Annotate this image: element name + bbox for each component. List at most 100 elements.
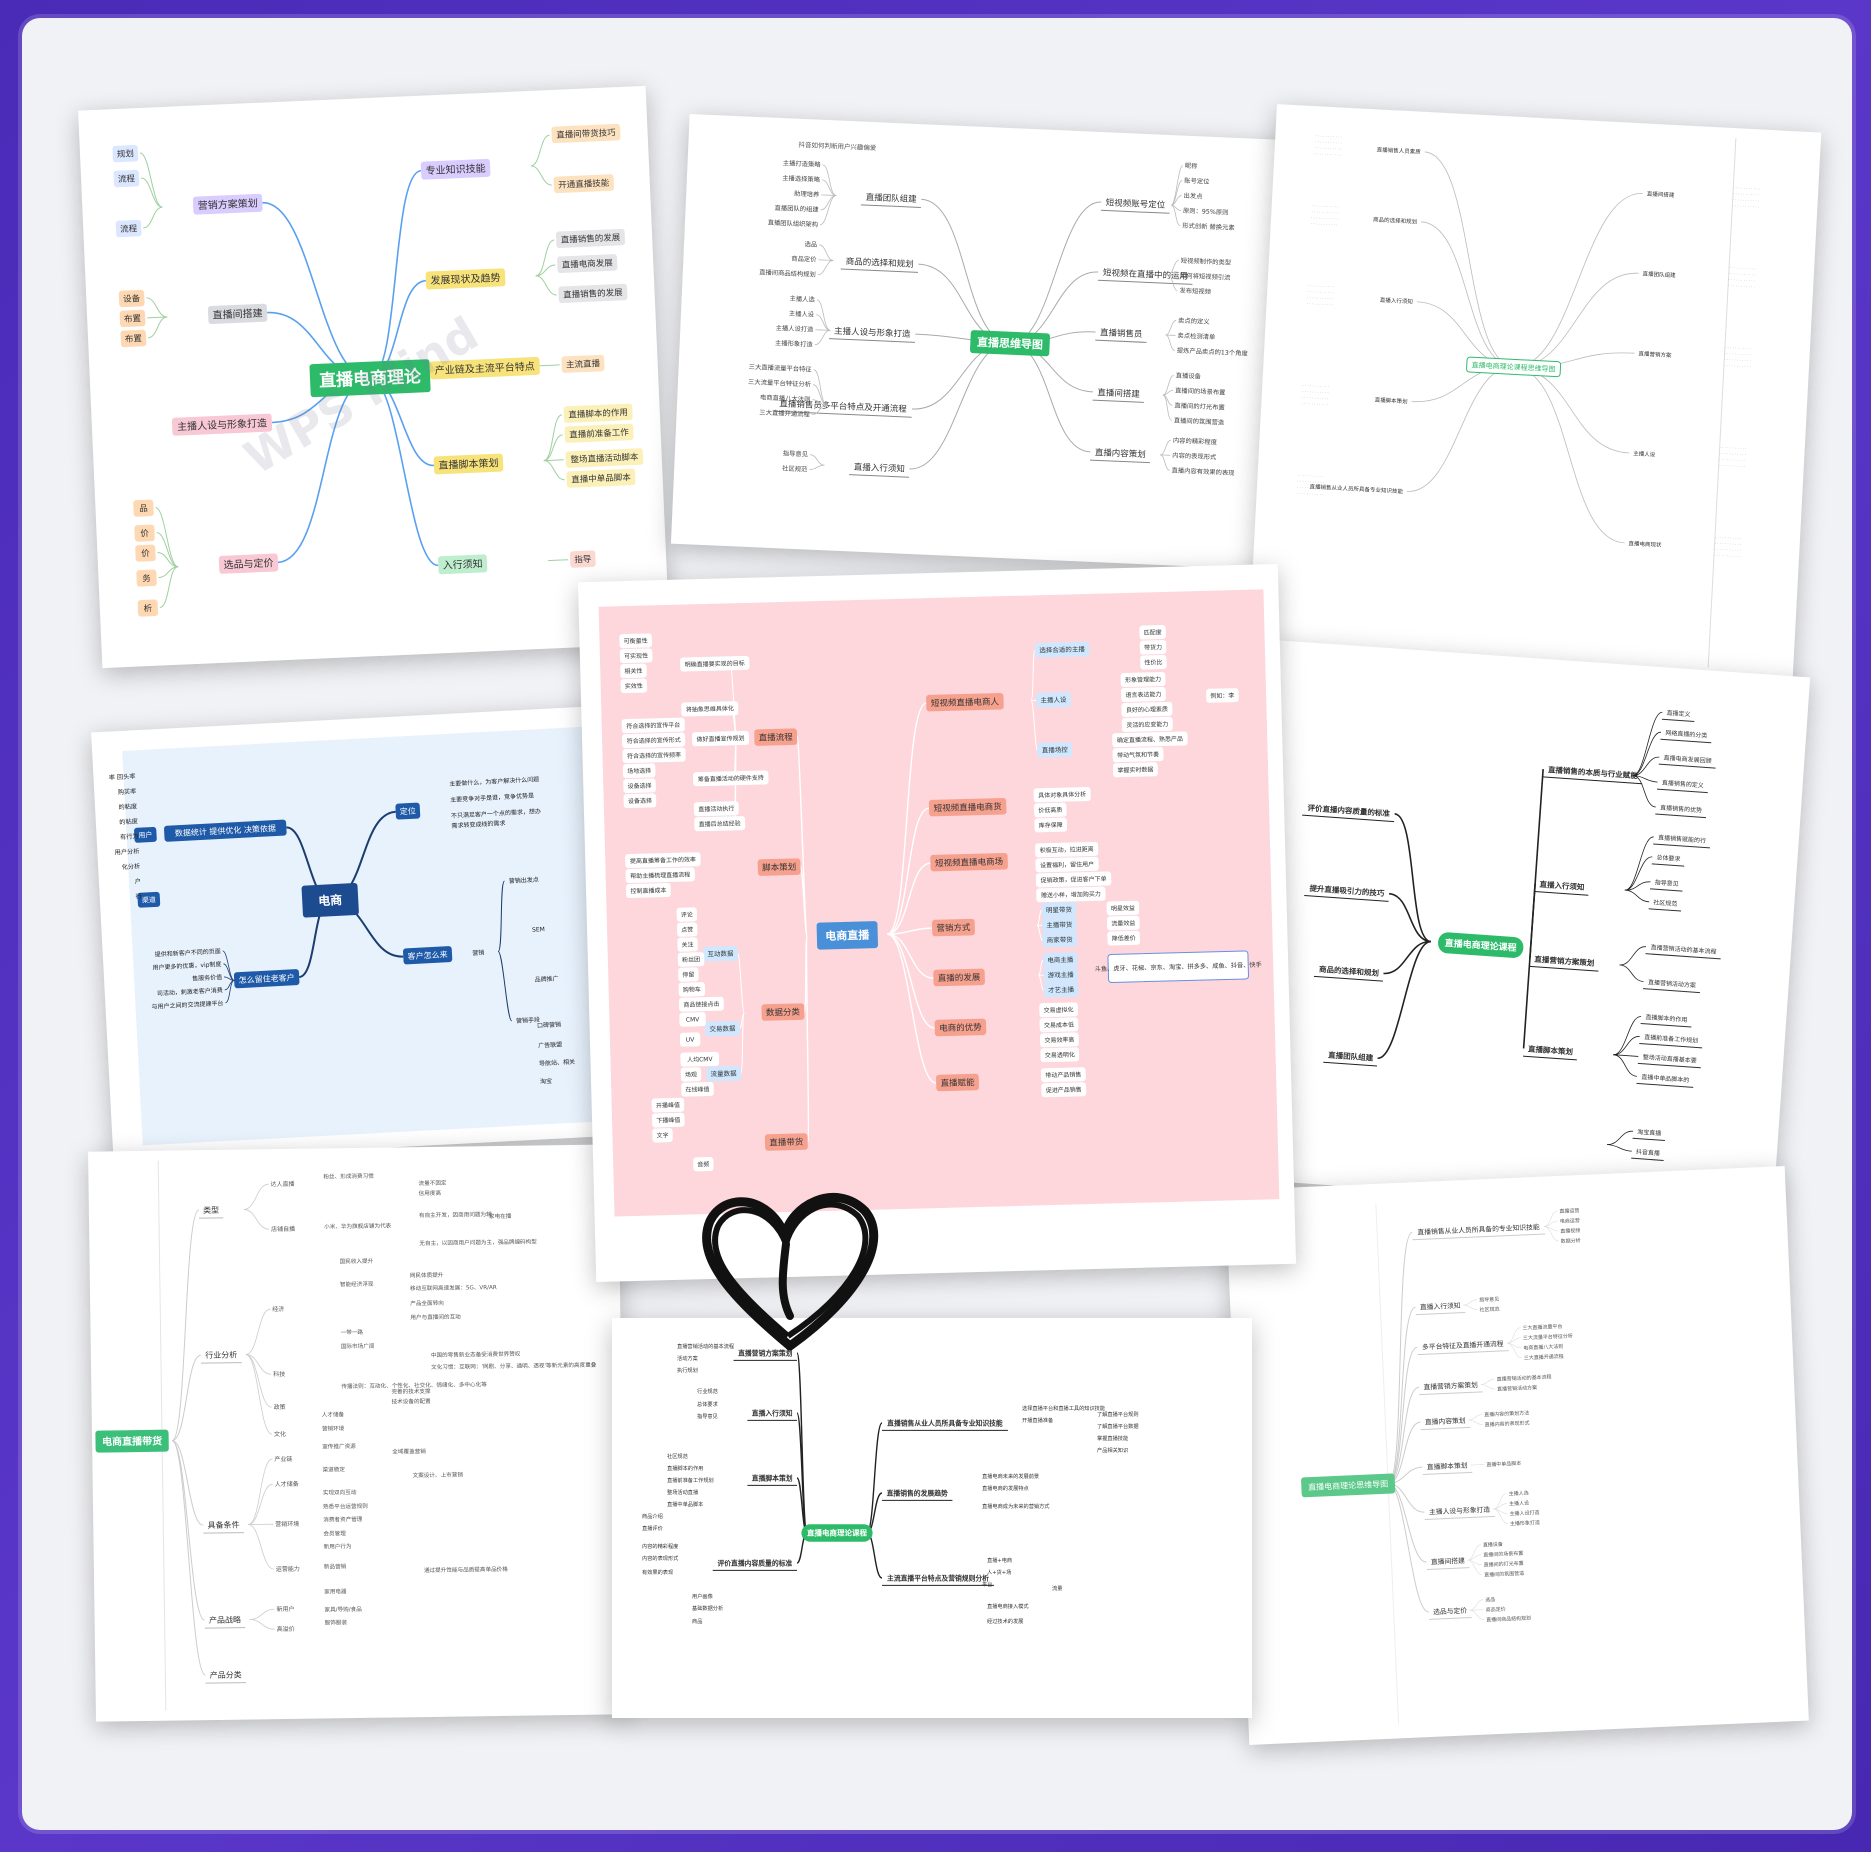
branch-node[interactable]: 直播间搭建 bbox=[207, 303, 268, 325]
mindmap-card-kecheng-siweidaotu[interactable]: 直播销售人员素质· · · · · · · · · · ·· · · · · ·… bbox=[1247, 104, 1822, 692]
leaf-node[interactable]: 直播营销活动方案 bbox=[1643, 978, 1701, 994]
leaf-node[interactable]: 抖音直播 bbox=[1631, 1147, 1664, 1161]
leaf-node[interactable]: 直播销售的优势 bbox=[1655, 803, 1707, 819]
leaf-node[interactable]: 直播电商发展回顾 bbox=[1658, 753, 1717, 769]
branch-node[interactable]: 客户怎么来 bbox=[403, 946, 453, 965]
branch-node[interactable]: 产品分类 bbox=[205, 1669, 247, 1684]
branch-node[interactable]: 直播销售的本质与行业赋能 bbox=[1542, 764, 1643, 785]
branch-node[interactable]: 产品战略 bbox=[204, 1614, 246, 1629]
leaf-node[interactable]: 性价比 bbox=[1140, 654, 1167, 670]
center-node[interactable]: 直播电商理论课程思维导图 bbox=[1466, 356, 1562, 378]
branch-node[interactable]: 直播脚本策划 bbox=[747, 1473, 797, 1486]
branch-node[interactable]: 数据统计 提供优化 决策依据 bbox=[164, 819, 287, 842]
mindmap-card-lilun-siweidaotu[interactable]: 直播销售从业人员所具备的专业知识技能直播入行须知多平台特征及直播开通流程直播营销… bbox=[1225, 1166, 1809, 1745]
branch-node[interactable]: 直播脚本策划 bbox=[433, 453, 504, 475]
leaf-node[interactable]: 直播脚本的作用 bbox=[1640, 1013, 1692, 1028]
leaf-node[interactable]: 库存保障 bbox=[1034, 817, 1068, 833]
branch-node[interactable]: 多平台特征及直播开通流程 bbox=[1417, 1339, 1509, 1356]
leaf-node[interactable]: 流程 bbox=[113, 169, 140, 188]
leaf-node[interactable]: 析 bbox=[137, 599, 159, 617]
branch-node[interactable]: 提升直播吸引力的技巧 bbox=[1304, 882, 1389, 902]
leaf-node[interactable]: 斗鱼、虎牙、花椒、京东、淘宝、拼多多、咸鱼、抖音、快手 bbox=[1094, 950, 1262, 983]
branch-node[interactable]: 直播团队组建 bbox=[860, 192, 922, 208]
sub-node[interactable]: 营销手段 bbox=[516, 1016, 540, 1025]
leaf-node[interactable]: 提高直播筹备工作的效率 bbox=[625, 852, 701, 869]
sub-node[interactable]: 才艺主播 bbox=[1043, 982, 1079, 998]
leaf-node[interactable]: 在线峰值 bbox=[681, 1081, 714, 1097]
branch-node[interactable]: 短视频直播电商场 bbox=[930, 852, 1008, 872]
leaf-node[interactable]: 开通直播技能 bbox=[553, 174, 614, 194]
leaf-node[interactable]: 设备 bbox=[118, 289, 145, 308]
branch-node[interactable]: 评价直播内容质量的标准 bbox=[712, 1558, 797, 1571]
sub-node[interactable]: 直播场控 bbox=[1037, 742, 1073, 758]
leaf-node[interactable]: 直播活动执行 bbox=[693, 801, 739, 817]
mindmap-card-dianshang-zhibo[interactable]: 直播流程脚本策划数据分类直播带货定目标写方案做宣传选设备开直播做复盘互动数据交易… bbox=[577, 563, 1297, 1283]
leaf-node[interactable]: 下播峰值 bbox=[651, 1112, 685, 1128]
mindmap-card-dianshang[interactable]: 数据统计 提供优化 决策依据怎么留住老客户用户渠道率 回头率购买率的粘度的粘度有… bbox=[91, 704, 658, 1162]
leaf-node[interactable]: 指导 bbox=[569, 550, 596, 568]
sub-node[interactable]: 电商主播 bbox=[1042, 952, 1078, 968]
branch-node[interactable]: 直播间搭建 bbox=[1426, 1556, 1470, 1570]
sub-node[interactable]: 主播带货 bbox=[1041, 917, 1077, 933]
branch-node[interactable]: 直播入行须知 bbox=[1534, 879, 1590, 896]
branch-node[interactable]: 短视频在直播中的运用 bbox=[1097, 267, 1193, 285]
sub-node[interactable]: 流量数据 bbox=[706, 1066, 741, 1082]
leaf-node[interactable]: 符合选择的宣传形式 bbox=[622, 732, 686, 749]
leaf-node[interactable]: 商品链接点击 bbox=[678, 996, 724, 1012]
leaf-node[interactable]: 布置 bbox=[119, 309, 146, 328]
leaf-node[interactable]: 促销政策，促进客户下单 bbox=[1035, 871, 1112, 888]
sub-node[interactable]: 明星带货 bbox=[1041, 902, 1077, 918]
leaf-node[interactable]: 淘宝直播 bbox=[1632, 1127, 1666, 1141]
branch-node[interactable]: 营销方式 bbox=[931, 918, 975, 937]
leaf-node[interactable]: 购物车 bbox=[678, 982, 706, 997]
branch-node[interactable]: 主流直播平台特点及营销规则分析 bbox=[882, 1573, 995, 1586]
leaf-node[interactable]: 例如：李 bbox=[1206, 688, 1239, 703]
leaf-node[interactable]: 音频 bbox=[693, 1157, 714, 1172]
branch-node[interactable]: 商品的选择和规划 bbox=[1313, 963, 1384, 982]
center-node[interactable]: 电商直播 bbox=[816, 921, 879, 950]
leaf-node[interactable]: 相关性 bbox=[620, 663, 647, 679]
branch-node[interactable]: 短视频直播电商人 bbox=[926, 693, 1004, 712]
sub-node[interactable]: 选择合适的主播 bbox=[1034, 641, 1090, 658]
sub-node[interactable]: 营销 bbox=[472, 948, 484, 957]
leaf-node[interactable]: 评论 bbox=[676, 907, 698, 922]
leaf-node[interactable]: 符合选择的宣传频率 bbox=[622, 747, 686, 764]
leaf-node[interactable]: 直播前准备工作规划 bbox=[1639, 1033, 1703, 1049]
branch-node[interactable]: 数据分类 bbox=[761, 1003, 805, 1021]
leaf-node[interactable]: 积极互动，拉进距离 bbox=[1035, 841, 1099, 858]
leaf-node[interactable]: 价 bbox=[135, 544, 156, 562]
branch-node[interactable]: 怎么留住老客户 bbox=[233, 969, 300, 989]
leaf-node[interactable]: 明星效益 bbox=[1106, 900, 1140, 916]
leaf-node[interactable]: 赠送小样，增加购买力 bbox=[1036, 886, 1106, 903]
leaf-node[interactable]: 关注 bbox=[677, 937, 698, 952]
branch-node[interactable]: 入行须知 bbox=[438, 554, 488, 575]
mindmap-card-zhibo-siwei-daotu[interactable]: 抖音如何判断用户兴趣偏爱直播团队组建商品的选择和规划主播人设与形象打造直播销售员… bbox=[670, 114, 1340, 572]
branch-node[interactable]: 定位 bbox=[395, 802, 421, 820]
leaf-node[interactable]: 带动产品销售 bbox=[1040, 1067, 1086, 1083]
branch-node[interactable]: 直播销售从业人员所具备专业知识技能 bbox=[882, 1418, 1008, 1431]
leaf-node[interactable]: 直播销售赋能的行 bbox=[1653, 833, 1711, 849]
leaf-node[interactable]: 形象管理能力 bbox=[1120, 672, 1166, 688]
branch-node[interactable]: 营销方案策划 bbox=[192, 193, 263, 215]
branch-node[interactable]: 产业链及主流平台特点 bbox=[429, 356, 540, 380]
leaf-node[interactable]: 开播峰值 bbox=[651, 1097, 685, 1113]
sub-node[interactable]: 主播人设 bbox=[1036, 692, 1071, 708]
leaf-node[interactable]: 控制直播成本 bbox=[625, 883, 671, 899]
branch-node[interactable]: 直播内容策划 bbox=[1420, 1415, 1471, 1431]
leaf-node[interactable]: 直播销售的发展 bbox=[558, 283, 628, 303]
leaf-node[interactable]: 场观 bbox=[680, 1067, 702, 1082]
leaf-node[interactable]: 直播脚本的作用 bbox=[563, 403, 633, 423]
sub-node[interactable]: 游戏主播 bbox=[1043, 967, 1079, 983]
leaf-node[interactable]: 良好的心理素质 bbox=[1121, 701, 1173, 718]
center-node[interactable]: 电商直播带货 bbox=[95, 1429, 169, 1453]
leaf-node[interactable]: 交易效率高 bbox=[1040, 1032, 1079, 1048]
leaf-node[interactable]: 设备选择 bbox=[623, 793, 657, 809]
leaf-node[interactable]: 直播营销活动的基本流程 bbox=[1645, 943, 1722, 960]
leaf-node[interactable]: 掌握实时数据 bbox=[1112, 762, 1158, 778]
center-node[interactable]: 直播电商理论 bbox=[309, 359, 431, 398]
branch-node[interactable]: 主播人设与形象打造 bbox=[171, 413, 273, 436]
branch-node[interactable]: 具备条件 bbox=[203, 1519, 245, 1534]
leaf-node[interactable]: 文字 bbox=[652, 1128, 673, 1143]
leaf-node[interactable]: 粉丝团 bbox=[677, 952, 705, 967]
branch-node[interactable]: 短视频账号定位 bbox=[1100, 197, 1170, 214]
